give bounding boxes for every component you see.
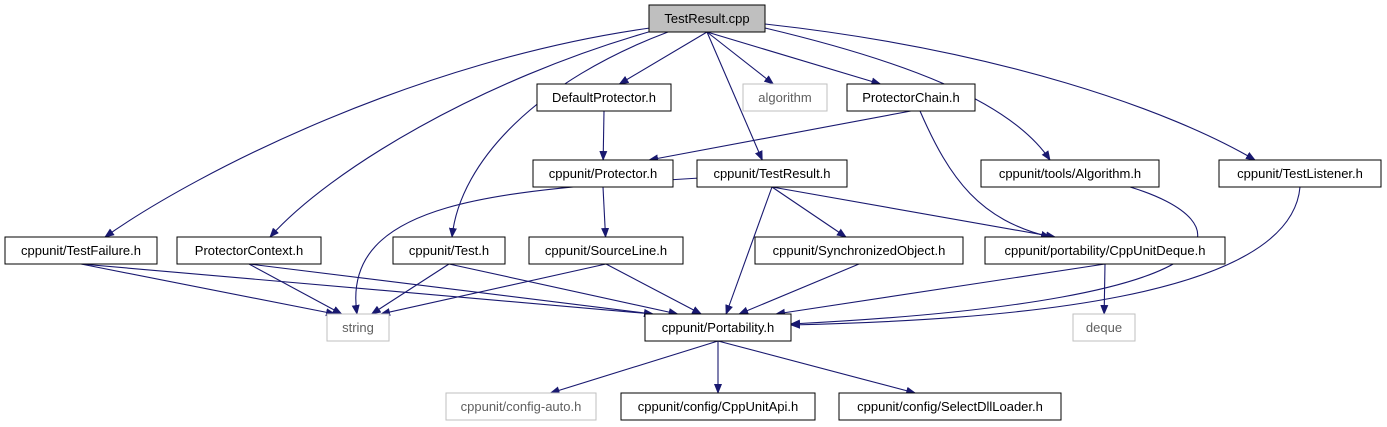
- node-label: cppunit/SourceLine.h: [545, 243, 667, 258]
- node-label: cppunit/config/SelectDllLoader.h: [857, 399, 1043, 414]
- edge-cppunitdeque-portability: [775, 263, 1106, 317]
- edge-testfailure-string: [80, 263, 336, 317]
- node-label: DefaultProtector.h: [552, 90, 656, 105]
- edge-protectorcontext-string: [248, 263, 343, 315]
- edge-testresult_cpp-algorithm: [706, 31, 775, 85]
- node-label: cppunit/SynchronizedObject.h: [773, 243, 946, 258]
- node-label: cppunit/config-auto.h: [461, 399, 582, 414]
- edge-testresult_h-synchronized: [771, 186, 847, 238]
- node-synchronized[interactable]: cppunit/SynchronizedObject.h: [754, 236, 964, 265]
- edge-protectorchain-protector: [648, 110, 912, 163]
- node-label: cppunit/Portability.h: [662, 320, 775, 335]
- node-box: [754, 236, 964, 265]
- node-cppunitapi[interactable]: cppunit/config/CppUnitApi.h: [620, 392, 816, 421]
- node-label: deque: [1086, 320, 1122, 335]
- node-label: cppunit/TestFailure.h: [21, 243, 141, 258]
- edge-testresult_cpp-defaultprotector: [618, 31, 708, 85]
- node-label: TestResult.cpp: [664, 11, 749, 26]
- node-box: [445, 392, 597, 421]
- node-label: cppunit/Protector.h: [549, 166, 657, 181]
- node-box: [536, 83, 672, 112]
- node-sourceline[interactable]: cppunit/SourceLine.h: [528, 236, 684, 265]
- node-testresult_cpp[interactable]: TestResult.cpp: [648, 4, 766, 33]
- node-label: string: [342, 320, 374, 335]
- edge-test_h-string: [370, 263, 450, 315]
- node-box: [742, 83, 828, 112]
- node-box: [984, 236, 1226, 265]
- edge-testresult_cpp-testresult_h: [706, 31, 763, 161]
- node-testresult_h[interactable]: cppunit/TestResult.h: [696, 159, 848, 188]
- edge-testresult_cpp-testlistener: [764, 23, 1256, 161]
- node-box: [528, 236, 684, 265]
- edge-synchronized-portability: [738, 263, 860, 315]
- node-string: string: [326, 313, 390, 342]
- node-testlistener[interactable]: cppunit/TestListener.h: [1218, 159, 1382, 188]
- node-deque: deque: [1072, 313, 1136, 342]
- node-protectorchain[interactable]: ProtectorChain.h: [846, 83, 976, 112]
- node-box: [326, 313, 390, 342]
- node-box: [648, 4, 766, 33]
- node-label: cppunit/portability/CppUnitDeque.h: [1005, 243, 1206, 258]
- node-algorithm: algorithm: [742, 83, 828, 112]
- edge-testlistener-portability: [790, 186, 1301, 329]
- edge-protectorcontext-portability: [248, 263, 654, 317]
- node-label: algorithm: [758, 90, 811, 105]
- node-test_h[interactable]: cppunit/Test.h: [392, 236, 506, 265]
- node-testfailure[interactable]: cppunit/TestFailure.h: [4, 236, 158, 265]
- node-portability[interactable]: cppunit/Portability.h: [644, 313, 792, 342]
- node-protectorcontext[interactable]: ProtectorContext.h: [176, 236, 322, 265]
- node-defaultprotector[interactable]: DefaultProtector.h: [536, 83, 672, 112]
- node-tools_algorithm[interactable]: cppunit/tools/Algorithm.h: [980, 159, 1160, 188]
- node-cppunitdeque[interactable]: cppunit/portability/CppUnitDeque.h: [984, 236, 1226, 265]
- node-selectdll[interactable]: cppunit/config/SelectDllLoader.h: [838, 392, 1062, 421]
- edge-protectorchain-cppunitdeque: [919, 110, 1051, 239]
- edge-testresult_cpp-test_h: [448, 31, 669, 238]
- edge-defaultprotector-protector: [599, 110, 608, 161]
- edge-testresult_cpp-testfailure: [104, 27, 651, 238]
- node-box: [620, 392, 816, 421]
- node-box: [532, 159, 674, 188]
- edge-cppunitdeque-deque: [1100, 263, 1109, 315]
- edge-sourceline-portability: [605, 263, 703, 315]
- node-label: cppunit/TestListener.h: [1237, 166, 1363, 181]
- edge-testresult_h-cppunitdeque: [771, 186, 1057, 240]
- edge-testresult_cpp-protectorchain: [706, 31, 882, 86]
- node-label: ProtectorChain.h: [862, 90, 960, 105]
- edge-sourceline-string: [380, 263, 607, 316]
- edge-testresult_h-portability: [725, 186, 773, 315]
- node-label: cppunit/config/CppUnitApi.h: [638, 399, 798, 414]
- node-box: [838, 392, 1062, 421]
- node-box: [176, 236, 322, 265]
- node-box: [980, 159, 1160, 188]
- node-box: [1072, 313, 1136, 342]
- node-box: [4, 236, 158, 265]
- node-label: ProtectorContext.h: [195, 243, 303, 258]
- edge-testfailure-portability: [80, 263, 654, 318]
- node-label: cppunit/Test.h: [409, 243, 489, 258]
- node-label: cppunit/tools/Algorithm.h: [999, 166, 1141, 181]
- node-label: cppunit/TestResult.h: [713, 166, 830, 181]
- edge-test_h-portability: [448, 263, 679, 316]
- node-box: [1218, 159, 1382, 188]
- edge-protector-sourceline: [601, 186, 610, 238]
- edge-portability-selectdll: [717, 340, 917, 395]
- node-box: [644, 313, 792, 342]
- node-config_auto: cppunit/config-auto.h: [445, 392, 597, 421]
- node-box: [696, 159, 848, 188]
- node-protector[interactable]: cppunit/Protector.h: [532, 159, 674, 188]
- node-box: [846, 83, 976, 112]
- node-box: [392, 236, 506, 265]
- edge-testresult_cpp-protectorcontext: [269, 30, 653, 238]
- edge-portability-config_auto: [549, 340, 719, 395]
